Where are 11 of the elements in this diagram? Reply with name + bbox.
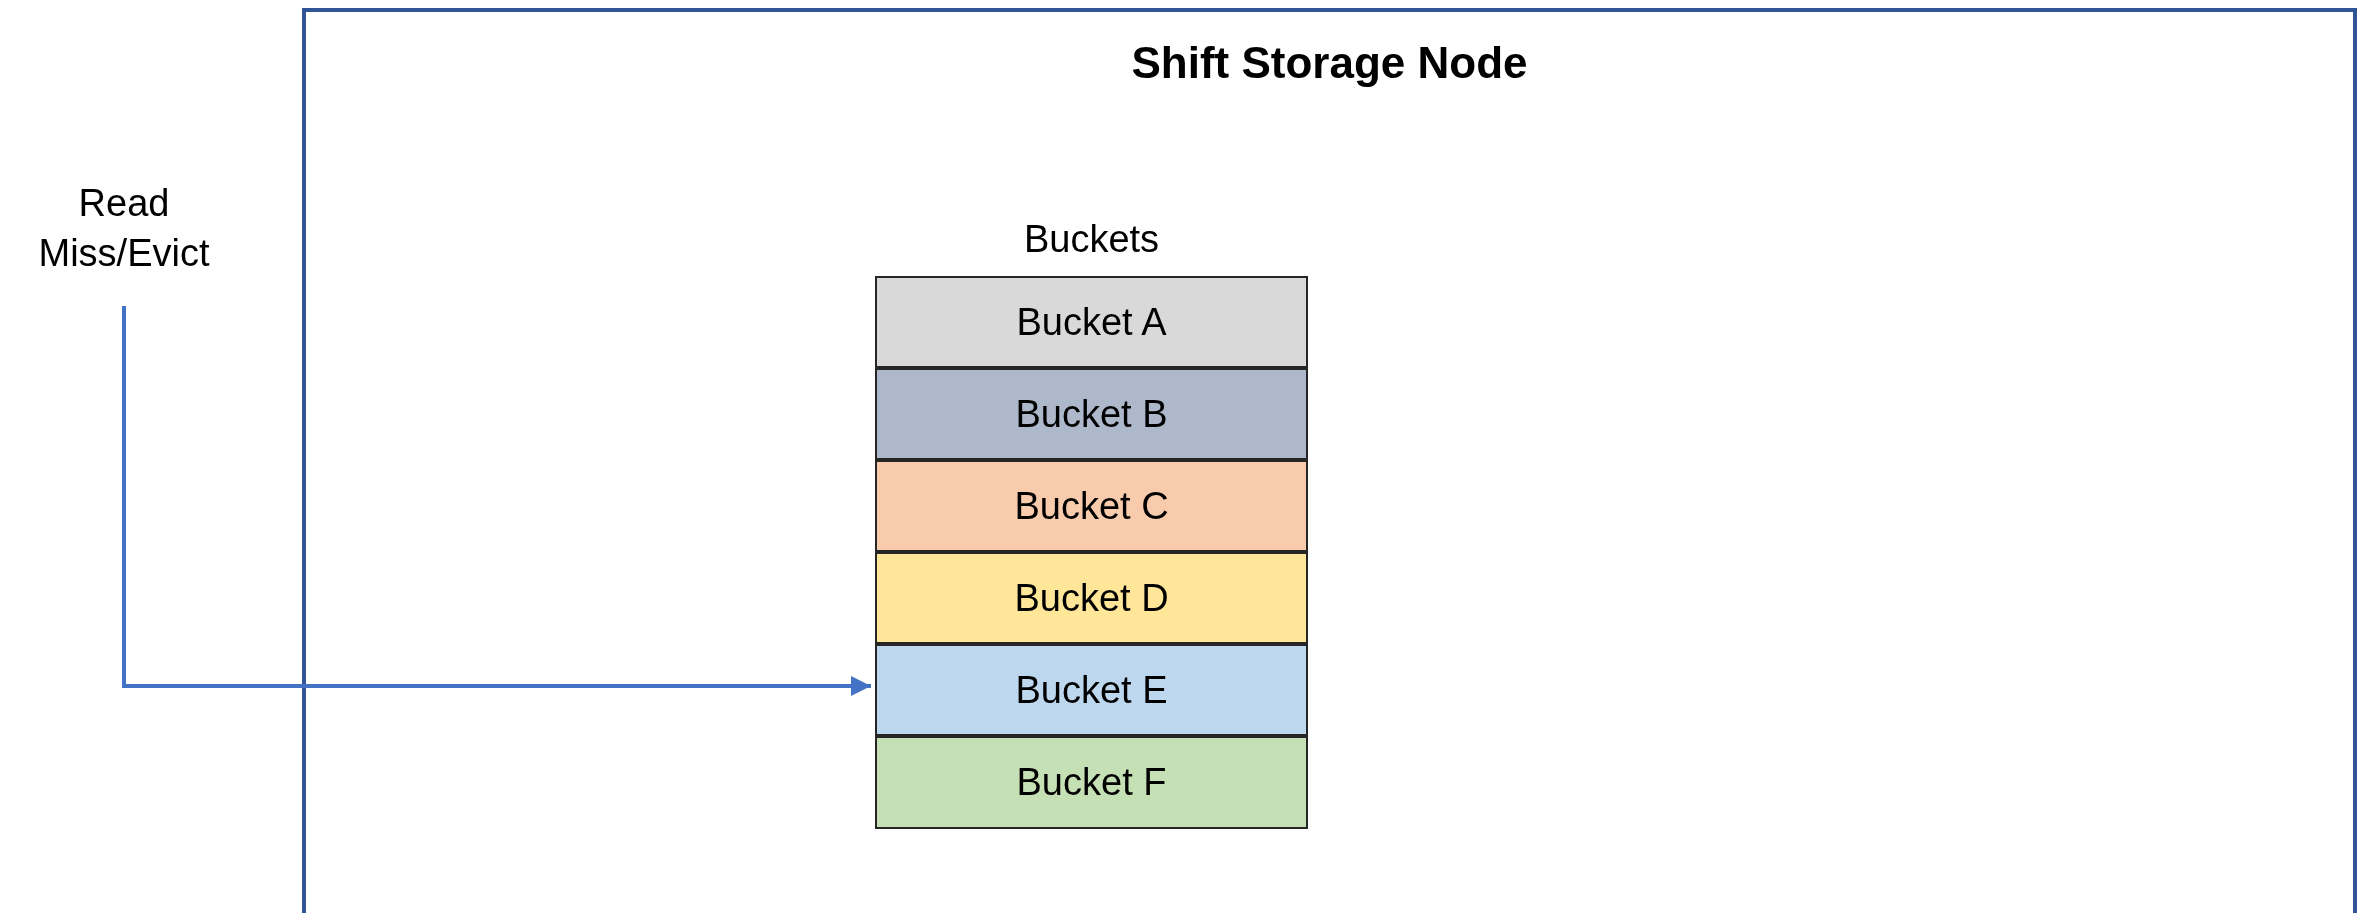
bucket-row: Bucket C <box>875 460 1308 552</box>
node-title: Shift Storage Node <box>1130 37 1529 89</box>
bucket-row: Bucket B <box>875 368 1308 460</box>
bucket-row: Bucket A <box>875 276 1308 368</box>
arrow <box>122 306 871 696</box>
bucket-row: Bucket D <box>875 552 1308 644</box>
storage-node-frame <box>302 8 2357 913</box>
bucket-row: Bucket F <box>875 736 1308 829</box>
group-heading: Buckets <box>1022 217 1161 262</box>
bucket-row: Bucket E <box>875 644 1308 736</box>
text-label: Read Miss/Evict <box>37 181 211 276</box>
